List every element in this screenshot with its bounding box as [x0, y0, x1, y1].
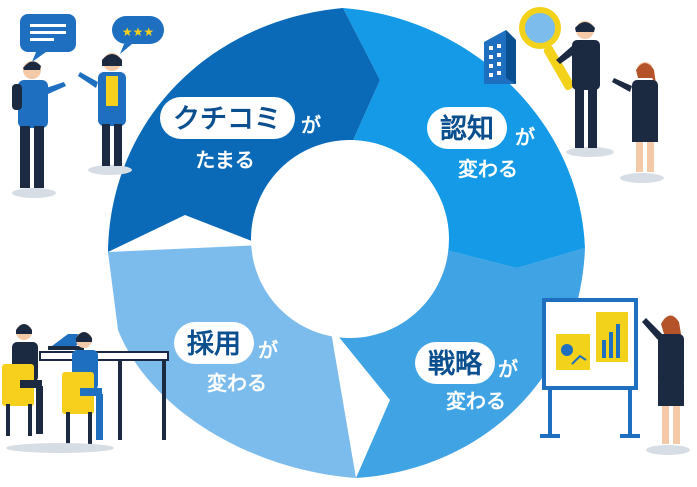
line2-text: 変わる: [458, 157, 518, 181]
star-bubble-icon: [112, 16, 164, 44]
keyword-text: 認知: [440, 113, 494, 145]
cycle-center: [251, 140, 449, 338]
keyword-pill: [427, 107, 507, 149]
line2-text: たまる: [195, 148, 254, 172]
keyword-pill: [415, 342, 495, 384]
suffix-text: が: [258, 338, 278, 362]
job-interview-icon: [2, 324, 169, 453]
label-reviews: クチコミ が たまる: [160, 97, 321, 172]
keyword-text: クチコミ: [173, 104, 281, 135]
rating-stars: ★★★: [122, 25, 154, 39]
keyword-text: 戦略: [428, 348, 483, 380]
suffix-text: が: [498, 357, 518, 381]
line2-text: 変わる: [207, 371, 267, 395]
label-awareness: 認知 が 変わる: [427, 107, 535, 181]
people-chatting-review-icon: ★★★: [12, 14, 164, 198]
suffix-text: が: [301, 113, 321, 137]
keyword-pill: [160, 97, 295, 139]
magnifier-building-icon: [484, 7, 664, 183]
keyword-pill: [174, 322, 254, 364]
line2-text: 変わる: [446, 389, 506, 413]
presentation-board-icon: [540, 298, 690, 455]
suffix-text: が: [515, 125, 535, 149]
label-recruit: 採用 が 変わる: [174, 322, 278, 395]
keyword-text: 採用: [187, 329, 241, 360]
label-strategy: 戦略 が 変わる: [415, 342, 518, 413]
